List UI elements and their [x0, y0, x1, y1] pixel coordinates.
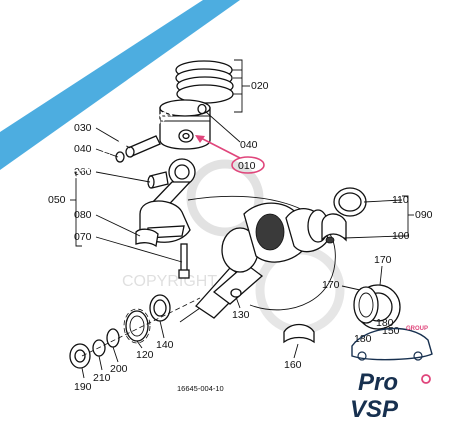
- rod-bearing-080: [135, 228, 159, 248]
- logo-car-outline: [351, 327, 433, 361]
- label-200: 200: [110, 363, 128, 375]
- label-150: 150: [382, 325, 400, 337]
- label-020: 020: [251, 80, 269, 92]
- label-010: 010: [238, 160, 256, 172]
- rod-bolt-070: [178, 243, 190, 279]
- label-070: 070: [74, 231, 92, 243]
- label-040-right: 040: [240, 139, 258, 151]
- logo-group-text: GROUP: [406, 326, 428, 332]
- part-labels: 020 030 040 040 010 060 050 080 070 110 …: [48, 80, 433, 393]
- logo-word-vsp: VSP: [350, 396, 399, 423]
- label-060: 060: [74, 166, 92, 178]
- label-170-top: 170: [374, 254, 392, 266]
- front-shaft-140: [149, 294, 171, 322]
- bearing-shell-160: [283, 323, 315, 344]
- piston-pin: [125, 135, 161, 158]
- label-190: 190: [74, 381, 92, 393]
- crankshaft: [179, 202, 335, 323]
- logo-wheel-right: [413, 351, 423, 361]
- label-080: 080: [74, 209, 92, 221]
- piston-rings-group: [175, 60, 234, 104]
- label-140: 140: [156, 339, 174, 351]
- crank-pin-130: [230, 288, 242, 298]
- guide-arc: [187, 195, 336, 311]
- highlight-arrow: [196, 135, 241, 159]
- label-180-right: 180: [376, 317, 394, 329]
- main-bearing-upper-090: [333, 187, 367, 217]
- label-110: 110: [392, 194, 409, 206]
- label-030: 030: [74, 122, 92, 134]
- leader-lines: [70, 59, 414, 379]
- highlight-010: [195, 135, 265, 174]
- logo-word-pro: Pro: [358, 369, 398, 396]
- small-end-bushing: [147, 171, 169, 189]
- diagram-code: 16645-004-10: [177, 384, 224, 393]
- label-120: 120: [136, 349, 154, 361]
- assembly-axis-line: [81, 297, 201, 357]
- label-100: 100: [392, 230, 410, 242]
- banner-strip: [0, 0, 240, 170]
- label-210: 210: [93, 372, 111, 384]
- logo-accent-circle: [421, 374, 431, 384]
- label-040-left: 040: [74, 143, 92, 155]
- circlip-040-left: [115, 151, 125, 163]
- thrust-bearing-assembly: [353, 284, 401, 330]
- label-180-left: 180: [354, 333, 372, 345]
- label-050: 050: [48, 194, 66, 206]
- label-160: 160: [284, 359, 302, 371]
- label-170-left: 170: [322, 279, 340, 291]
- copyright-text: COPYRIGHT: [122, 273, 217, 290]
- highlight-arrow-head: [195, 135, 205, 143]
- provsp-logo: GROUP Pro VSP: [350, 326, 433, 423]
- circlip-040-right: [197, 103, 207, 115]
- main-bearing-lower-100: [321, 213, 347, 242]
- key-200: [106, 328, 120, 348]
- crank-gear-120: [123, 308, 151, 344]
- highlight-circle: [231, 156, 265, 174]
- label-090: 090: [415, 209, 433, 221]
- label-130: 130: [232, 309, 250, 321]
- nut-190: [69, 343, 91, 369]
- logo-wheel-left: [357, 351, 367, 361]
